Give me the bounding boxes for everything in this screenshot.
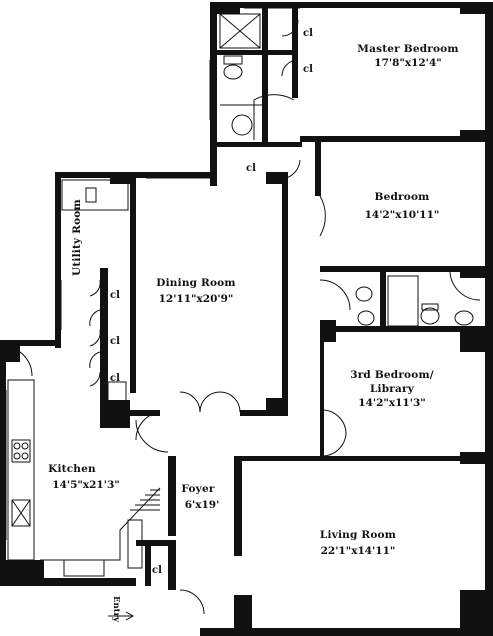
closet-label: cl [110,373,120,384]
closet-label: cl [110,336,120,347]
dining-room-dims: 12'11"x20'9" [159,293,234,305]
windows [1,3,493,635]
entry-arrowhead [125,611,135,621]
bedroom-name: Bedroom [375,191,430,203]
doors [1,19,481,615]
entry-marker: Entry [108,596,135,623]
closet-label: cl [246,163,256,174]
master-bedroom-dims: 17'8"x12'4" [374,57,441,69]
living-room-dims: 22'1"x14'11" [321,545,396,557]
closet-label: cl [152,565,162,576]
closet-label: cl [110,290,120,301]
room-labels: Master Bedroom 17'8"x12'4" Bedroom 14'2"… [48,43,458,557]
entry-label: Entry [111,596,121,623]
utility-room-name: Utility Room [71,199,83,276]
living-room-name: Living Room [320,529,396,541]
kitchen-name: Kitchen [48,463,96,475]
dining-room-name: Dining Room [156,277,235,289]
foyer-dims: 6'x19' [185,499,220,511]
third-bedroom-dims: 14'2"x11'3" [358,397,425,409]
closet-label: cl [303,64,313,75]
fixtures [7,13,474,577]
foyer-name: Foyer [181,483,214,495]
kitchen-dims: 14'5"x21'3" [52,479,119,491]
third-bedroom-name-line1: 3rd Bedroom/ [350,369,434,381]
bedroom-dims: 14'2"x10'11" [365,209,440,221]
master-bedroom-name: Master Bedroom [357,43,458,55]
third-bedroom-name-line2: Library [370,383,415,395]
closet-label: cl [303,28,313,39]
closet-labels: cl cl cl cl cl cl cl [110,28,313,576]
